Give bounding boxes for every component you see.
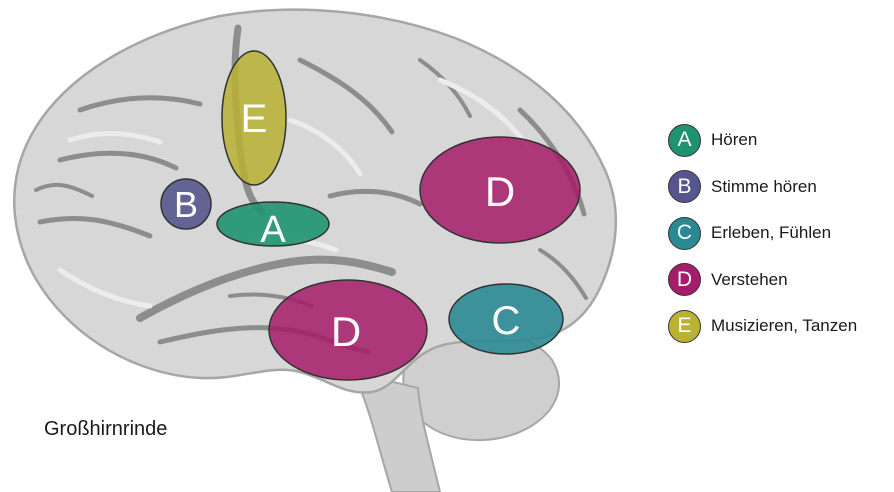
legend-label-d: Verstehen bbox=[711, 269, 788, 289]
legend-item-c: C Erleben, Fühlen bbox=[668, 215, 888, 251]
gyrus-highlight bbox=[57, 267, 153, 309]
legend-item-b: B Stimme hören bbox=[668, 169, 888, 205]
gyrus-highlight bbox=[287, 117, 363, 177]
frontal-groove-2 bbox=[77, 95, 203, 113]
region-b: B bbox=[160, 178, 212, 230]
legend-badge-b: B bbox=[668, 170, 701, 203]
lateral-sulcus bbox=[136, 255, 396, 322]
legend-label-c: Erleben, Fühlen bbox=[711, 223, 832, 242]
frontal-groove-3 bbox=[37, 215, 153, 239]
legend-label-e: Musizieren, Tanzen bbox=[711, 316, 858, 335]
occipital-groove-2 bbox=[538, 248, 588, 300]
region-d-upper-ellipse bbox=[419, 136, 581, 244]
legend-label-a: Hören bbox=[711, 130, 758, 149]
legend-label-b: Stimme hören bbox=[711, 176, 817, 196]
region-d-upper: D bbox=[419, 136, 581, 244]
region-b-ellipse bbox=[160, 178, 212, 230]
region-d-lower-label: D bbox=[331, 308, 361, 355]
region-a: A bbox=[216, 201, 330, 251]
region-b-label: B bbox=[174, 184, 198, 225]
frontal-groove-1 bbox=[57, 150, 179, 171]
region-c: C bbox=[448, 283, 564, 355]
region-d-lower: D bbox=[268, 279, 428, 381]
region-a-ellipse bbox=[216, 201, 330, 247]
region-e-ellipse bbox=[221, 50, 287, 186]
frontal-groove-4 bbox=[34, 182, 94, 198]
legend-item-d: D Verstehen bbox=[668, 262, 888, 298]
legend-badge-c: C bbox=[668, 216, 701, 250]
brain-stem bbox=[349, 370, 442, 492]
region-d-lower-ellipse bbox=[268, 279, 428, 381]
region-c-label: C bbox=[492, 299, 521, 343]
region-e: E bbox=[221, 50, 287, 186]
legend-item-e: E Musizieren, Tanzen bbox=[668, 308, 888, 344]
legend-badge-e: E bbox=[668, 309, 701, 343]
legend-badge-d: D bbox=[668, 263, 701, 296]
parietal-groove-1 bbox=[297, 57, 395, 135]
legend: A Hören B Stimme hören C Erleben, Fühlen… bbox=[668, 122, 888, 355]
legend-item-a: A Hören bbox=[668, 122, 888, 158]
legend-badge-a: A bbox=[668, 123, 701, 157]
region-a-label: A bbox=[260, 209, 286, 251]
brain-caption: Großhirnrinde bbox=[44, 418, 168, 440]
gyrus-highlight bbox=[67, 131, 163, 145]
region-e-label: E bbox=[241, 97, 268, 141]
region-d-upper-label: D bbox=[485, 168, 515, 215]
region-c-ellipse bbox=[448, 283, 564, 355]
parietal-groove-2 bbox=[327, 188, 423, 207]
